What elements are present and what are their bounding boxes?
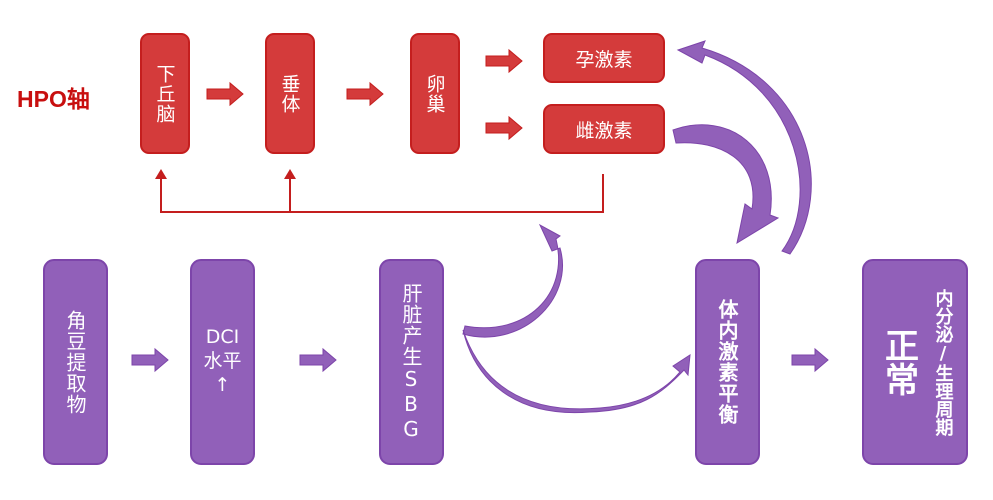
arrow-ovary-to-estrogen (485, 115, 523, 141)
node-carob-extract: 角豆提取物 (43, 259, 108, 465)
curved-arrow-liver-to-balance (462, 329, 691, 414)
dci-line2: 水平 (203, 350, 242, 373)
node-normal-cycle: 内分泌/生理周期 正常 (862, 259, 968, 465)
arrow-hypothalamus-to-pituitary (206, 81, 244, 107)
curved-arrow-estrogen-to-balance (672, 124, 780, 245)
node-hormone-balance: 体内激素平衡 (695, 259, 760, 465)
node-ovary: 卵巢 (410, 33, 460, 154)
feedback-line (160, 174, 604, 213)
curved-arrow-liver-to-feedback (462, 223, 563, 338)
feedback-arrowhead-pituitary (284, 169, 296, 179)
node-progesterone: 孕激素 (543, 33, 665, 83)
normal-label: 正常 (878, 328, 919, 396)
arrow-carob-to-dci (131, 347, 169, 373)
node-estrogen: 雌激素 (543, 104, 665, 154)
feedback-arrowhead-hypothalamus (155, 169, 167, 179)
curved-arrow-balance-to-progesterone (676, 40, 812, 255)
node-dci-level: DCI 水平 ↑ (190, 259, 255, 465)
node-liver-sbg: 肝脏产生SBG (379, 259, 444, 465)
node-hypothalamus: 下丘脑 (140, 33, 190, 154)
up-arrow-icon: ↑ (214, 373, 231, 396)
hpo-axis-title: HPO轴 (17, 86, 90, 112)
arrow-ovary-to-progesterone (485, 48, 523, 74)
arrow-dci-to-liver (299, 347, 337, 373)
arrow-balance-to-normal (791, 347, 829, 373)
endocrine-cycle-label: 内分泌/生理周期 (932, 288, 954, 436)
arrow-pituitary-to-ovary (346, 81, 384, 107)
dci-line1: DCI (205, 326, 240, 349)
node-pituitary: 垂体 (265, 33, 315, 154)
